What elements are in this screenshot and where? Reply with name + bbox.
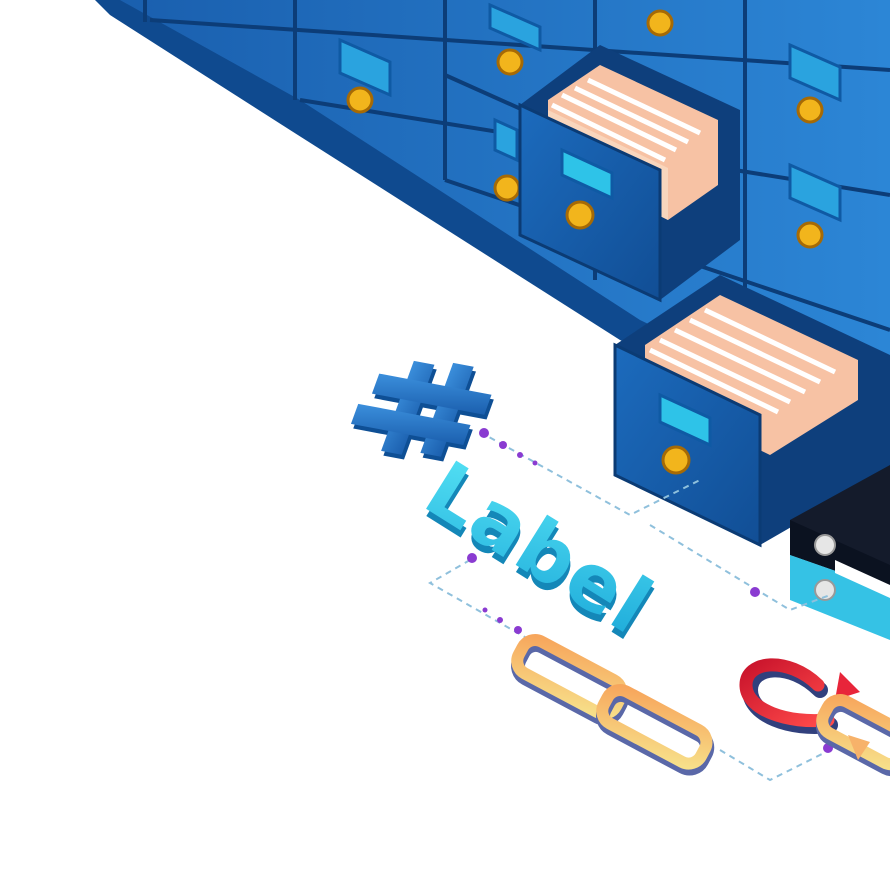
cabinet	[95, 0, 890, 548]
open-drawer-lower	[613, 275, 890, 548]
chain-link-icon	[511, 633, 715, 776]
binder-icon	[790, 465, 890, 640]
open-drawer-upper	[518, 45, 740, 303]
broken-link-icon	[739, 658, 890, 777]
hashtag-icon	[350, 360, 494, 462]
drawer-fronts	[338, 2, 842, 249]
connector-lines	[427, 431, 831, 782]
